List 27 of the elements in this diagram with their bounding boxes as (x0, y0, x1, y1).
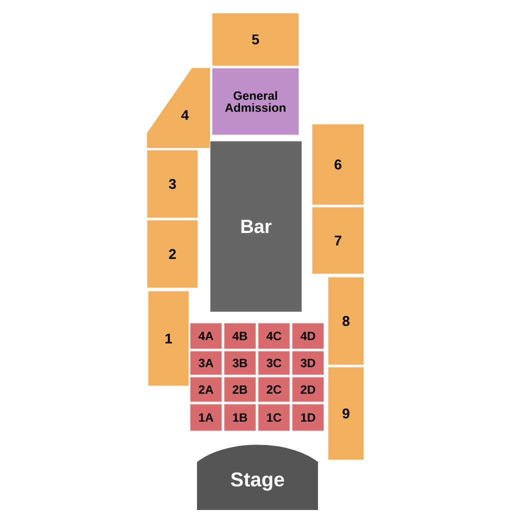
seat-block: 1A (190, 404, 222, 432)
section-box: General Admission (212, 68, 300, 136)
seat-block: 4A (190, 322, 222, 350)
seat-block: 2C (258, 376, 290, 402)
seat-block: 3A (190, 350, 222, 376)
section-box: 4 (147, 68, 210, 148)
section-box: 2 (146, 220, 198, 288)
seat-block: 1B (224, 404, 256, 432)
section-box: 5 (212, 12, 300, 66)
seat-block: 3B (224, 350, 256, 376)
seat-block: 4D (292, 322, 324, 350)
seat-block: 3D (292, 350, 324, 376)
section-box: 8 (328, 276, 364, 366)
seat-block: 2B (224, 376, 256, 402)
seat-block: 3C (258, 350, 290, 376)
seat-block: 4B (224, 322, 256, 350)
seat-block: 1C (258, 404, 290, 432)
bar-area: Bar (210, 140, 302, 312)
section-box: 6 (312, 124, 364, 206)
section-box: 3 (146, 150, 198, 218)
seat-block: 1D (292, 404, 324, 432)
section-box: 1 (148, 290, 190, 386)
seat-block: 2D (292, 376, 324, 402)
section-box: 9 (328, 366, 364, 460)
seat-block: 4C (258, 322, 290, 350)
section-box: 7 (312, 206, 364, 274)
seat-block: 2A (190, 376, 222, 402)
